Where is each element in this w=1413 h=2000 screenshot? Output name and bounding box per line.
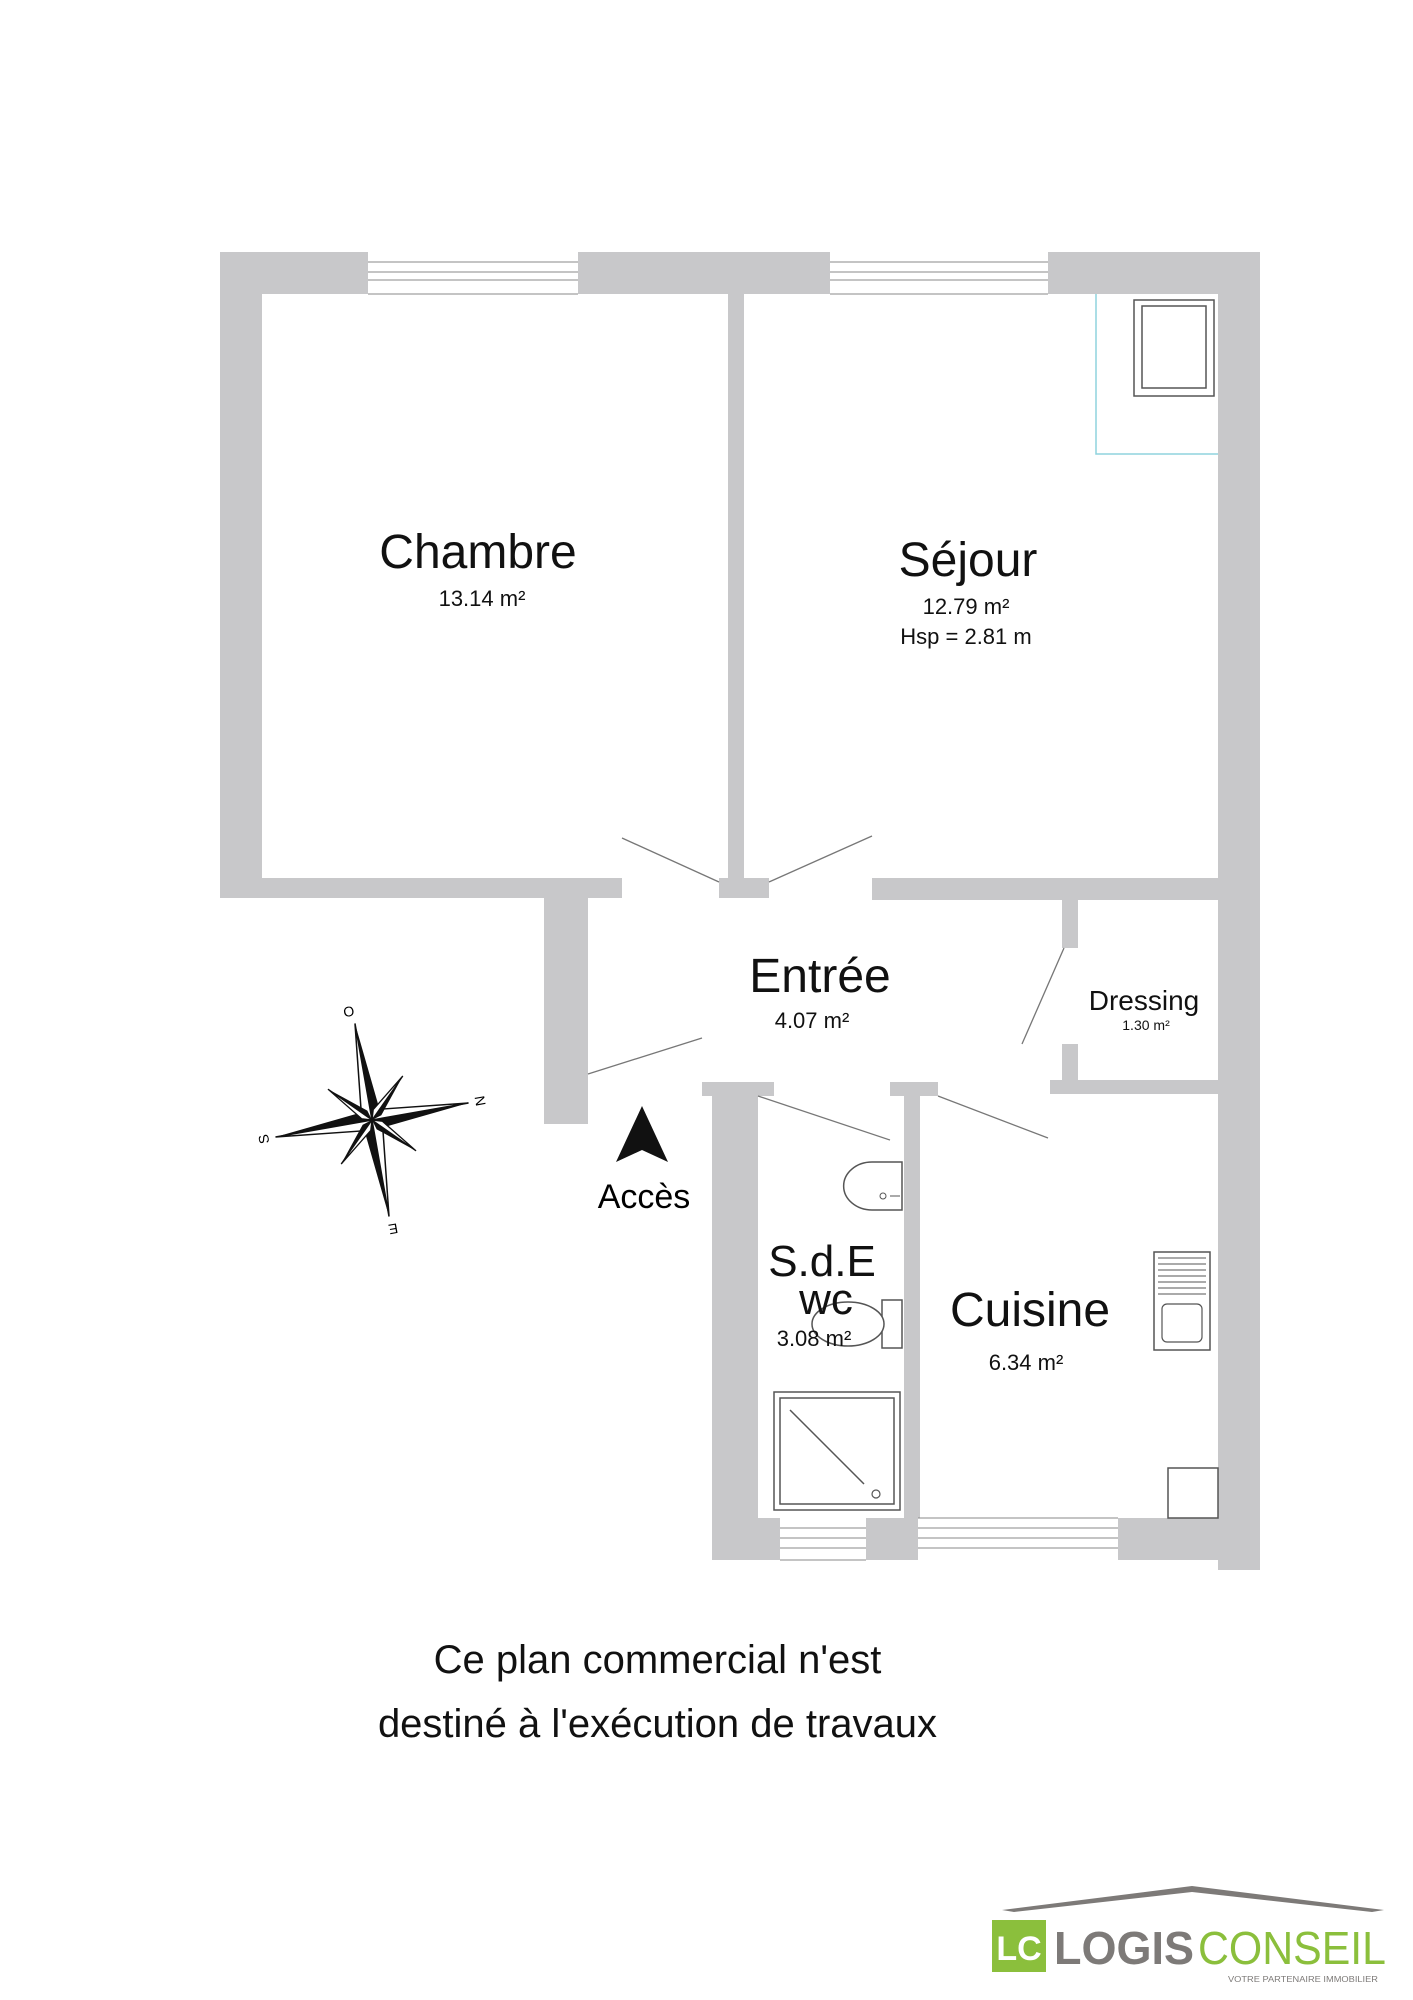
door-sejour bbox=[768, 835, 873, 883]
room-name-sde: S.d.E bbox=[768, 1237, 876, 1286]
wall-sejour-bottom bbox=[872, 878, 1218, 900]
disclaimer-text: Ce plan commercial n'est destiné à l'exé… bbox=[0, 1628, 1413, 1756]
wall-right bbox=[1218, 252, 1260, 1570]
window-cuisine bbox=[918, 1517, 1118, 1549]
room-height-sejour: Hsp = 2.81 m bbox=[900, 624, 1031, 649]
room-name-wc: wc bbox=[798, 1275, 853, 1324]
compass-south-label: S bbox=[255, 1133, 272, 1145]
door-sde bbox=[757, 1095, 891, 1141]
doors bbox=[587, 835, 1065, 1141]
fixtures bbox=[773, 294, 1219, 1519]
room-area-sde: 3.08 m² bbox=[777, 1326, 852, 1351]
access-label: Accès bbox=[598, 1178, 691, 1216]
kitchenette-zone bbox=[1095, 294, 1218, 455]
wall-top-middle bbox=[578, 252, 830, 294]
window-sejour bbox=[830, 261, 1048, 295]
logo-tagline: VOTRE PARTENAIRE IMMOBILIER bbox=[1228, 1975, 1378, 1984]
washbasin-icon bbox=[842, 1161, 903, 1211]
logo-mark: LC bbox=[996, 1930, 1041, 1968]
compass-west-label: O bbox=[342, 1003, 356, 1021]
room-name-dressing: Dressing bbox=[1089, 985, 1199, 1016]
window-chambre bbox=[368, 261, 578, 295]
compass-rose-icon: O N E S bbox=[255, 1003, 490, 1238]
wall-dressing-left-top bbox=[1062, 900, 1078, 948]
logo-word-conseil: CONSEIL bbox=[1198, 1922, 1386, 1974]
wall-sde-left bbox=[712, 1082, 758, 1560]
wall-bottom-middle bbox=[866, 1518, 918, 1560]
wall-chambre-bottom bbox=[220, 878, 622, 898]
access-marker: Accès bbox=[598, 1106, 691, 1216]
room-area-sejour: 12.79 m² bbox=[923, 594, 1010, 619]
room-area-entree: 4.07 m² bbox=[775, 1008, 850, 1033]
appliance-icon bbox=[1167, 1467, 1219, 1519]
logo-word-logis: LOGIS bbox=[1054, 1922, 1194, 1974]
disclaimer-line-1: Ce plan commercial n'est bbox=[433, 1638, 882, 1682]
room-labels: Chambre 13.14 m² Séjour 12.79 m² Hsp = 2… bbox=[379, 526, 1199, 1375]
door-dressing bbox=[1021, 947, 1065, 1045]
logo-roof-icon bbox=[1002, 1886, 1384, 1912]
wall-entree-left bbox=[544, 898, 588, 1124]
window-sde bbox=[780, 1527, 866, 1561]
room-name-chambre: Chambre bbox=[379, 526, 576, 579]
room-name-sejour: Séjour bbox=[899, 534, 1038, 587]
access-arrow-icon bbox=[616, 1106, 668, 1162]
room-area-chambre: 13.14 m² bbox=[439, 586, 526, 611]
wall-divider-stub bbox=[719, 878, 769, 898]
wall-sde-cuisine bbox=[904, 1082, 920, 1518]
disclaimer-line-2: destiné à l'exécution de travaux bbox=[377, 1702, 938, 1746]
compass-north-label: N bbox=[472, 1095, 490, 1108]
shower-icon bbox=[773, 1391, 901, 1511]
wall-cuisine-top-stub bbox=[890, 1082, 938, 1096]
room-name-cuisine: Cuisine bbox=[950, 1284, 1110, 1337]
windows bbox=[368, 261, 1118, 1561]
wall-bottom-right bbox=[1118, 1518, 1260, 1560]
fridge-inner bbox=[1141, 305, 1207, 389]
room-name-entree: Entrée bbox=[749, 950, 890, 1003]
wall-bottom-left bbox=[712, 1518, 780, 1560]
toilet-icon bbox=[811, 1299, 903, 1349]
door-cuisine bbox=[937, 1095, 1049, 1139]
room-area-dressing: 1.30 m² bbox=[1122, 1017, 1170, 1033]
door-entrance bbox=[587, 1037, 703, 1075]
compass-east-label: E bbox=[387, 1220, 399, 1237]
walls bbox=[220, 252, 1260, 1570]
wall-dressing-bottom bbox=[1050, 1080, 1218, 1094]
logo-mark-box bbox=[992, 1920, 1046, 1972]
door-chambre bbox=[621, 837, 720, 883]
wall-chambre-sejour bbox=[728, 294, 744, 882]
kitchen-sink-icon bbox=[1153, 1251, 1211, 1351]
room-area-cuisine: 6.34 m² bbox=[989, 1350, 1064, 1375]
logisconseil-logo: LC LOGIS CONSEIL VOTRE PARTENAIRE IMMOBI… bbox=[992, 1886, 1386, 1984]
wall-left bbox=[220, 252, 262, 882]
